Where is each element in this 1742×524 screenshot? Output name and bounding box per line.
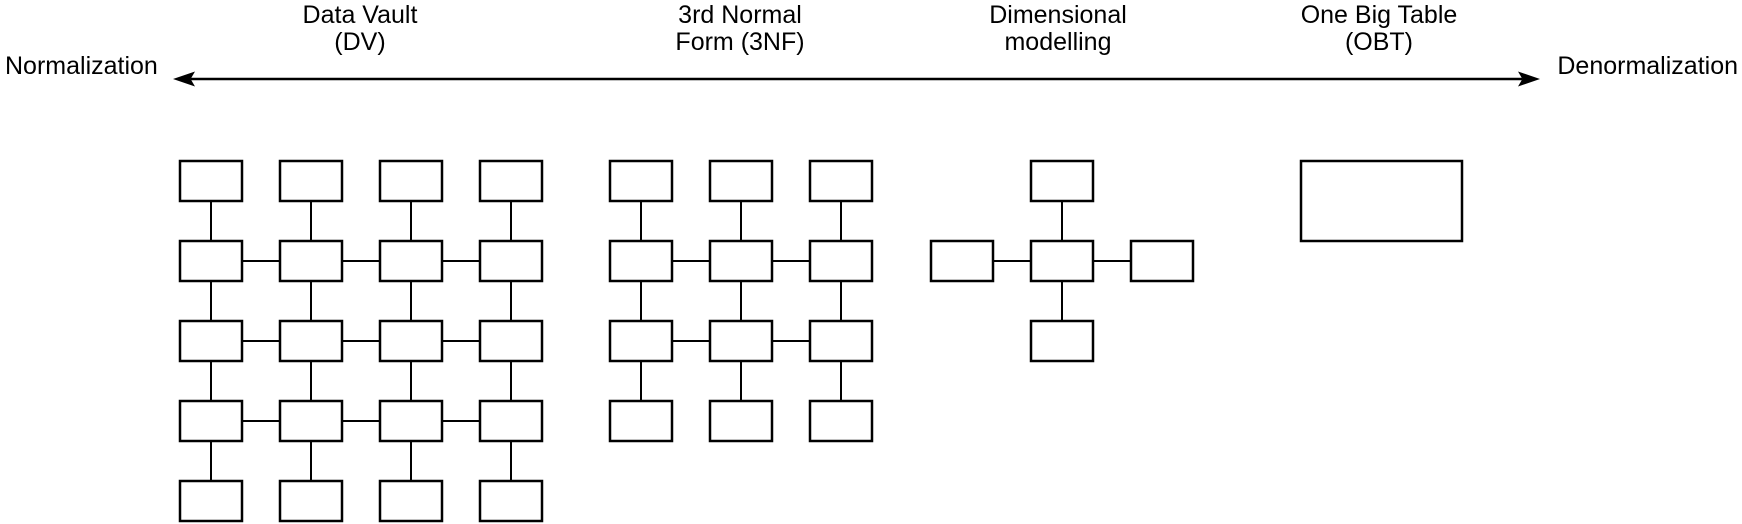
label-line-2: (DV) xyxy=(334,28,386,56)
entity-box xyxy=(1129,239,1195,283)
axis-label-normalization: Normalization xyxy=(5,52,158,80)
entity-box xyxy=(1029,159,1095,203)
label-obt: One Big Table (OBT) xyxy=(1229,2,1529,56)
entity-box xyxy=(478,399,544,443)
data-vault-schema xyxy=(178,159,544,523)
entity-box xyxy=(178,239,244,283)
entity-box xyxy=(1029,319,1095,363)
label-line-1: 3rd Normal xyxy=(678,1,802,29)
entity-box xyxy=(808,319,874,363)
entity-box xyxy=(378,159,444,203)
label-line-1: Dimensional xyxy=(989,1,1127,29)
label-data-vault: Data Vault (DV) xyxy=(210,2,510,56)
entity-box xyxy=(608,159,674,203)
entity-box xyxy=(378,479,444,523)
label-line-2: Form (3NF) xyxy=(675,28,805,56)
entity-box xyxy=(608,399,674,443)
entity-box xyxy=(708,399,774,443)
3nf-schema xyxy=(608,159,874,443)
label-line-2: modelling xyxy=(1004,28,1112,56)
entity-box xyxy=(178,399,244,443)
entity-box xyxy=(478,159,544,203)
entity-box xyxy=(378,399,444,443)
entity-box xyxy=(178,319,244,363)
label-dimensional: Dimensional modelling xyxy=(908,2,1208,56)
entity-box xyxy=(378,319,444,363)
entity-box xyxy=(278,159,344,203)
star-schema xyxy=(929,159,1195,363)
entity-box xyxy=(278,319,344,363)
label-3nf: 3rd Normal Form (3NF) xyxy=(590,2,890,56)
entity-box xyxy=(478,239,544,283)
entity-box xyxy=(478,319,544,363)
arrowhead-right-icon xyxy=(1518,71,1540,87)
entity-box xyxy=(1029,239,1095,283)
label-line-2: (OBT) xyxy=(1344,28,1414,56)
entity-box xyxy=(478,479,544,523)
entity-box xyxy=(808,159,874,203)
entity-box xyxy=(278,239,344,283)
entity-box xyxy=(708,319,774,363)
entity-box xyxy=(278,479,344,523)
entity-box xyxy=(1299,159,1464,243)
obt-schema xyxy=(1299,159,1464,243)
arrowhead-left-icon xyxy=(173,71,195,87)
entity-box xyxy=(808,399,874,443)
label-line-1: One Big Table xyxy=(1300,1,1458,29)
entity-box xyxy=(708,159,774,203)
entity-box xyxy=(178,479,244,523)
axis-label-denormalization: Denormalization xyxy=(1557,52,1738,80)
entity-box xyxy=(378,239,444,283)
entity-box xyxy=(808,239,874,283)
entity-box xyxy=(608,239,674,283)
entity-box xyxy=(608,319,674,363)
entity-box xyxy=(278,399,344,443)
label-line-1: Data Vault xyxy=(302,1,418,29)
entity-box xyxy=(178,159,244,203)
entity-box xyxy=(708,239,774,283)
entity-box xyxy=(929,239,995,283)
